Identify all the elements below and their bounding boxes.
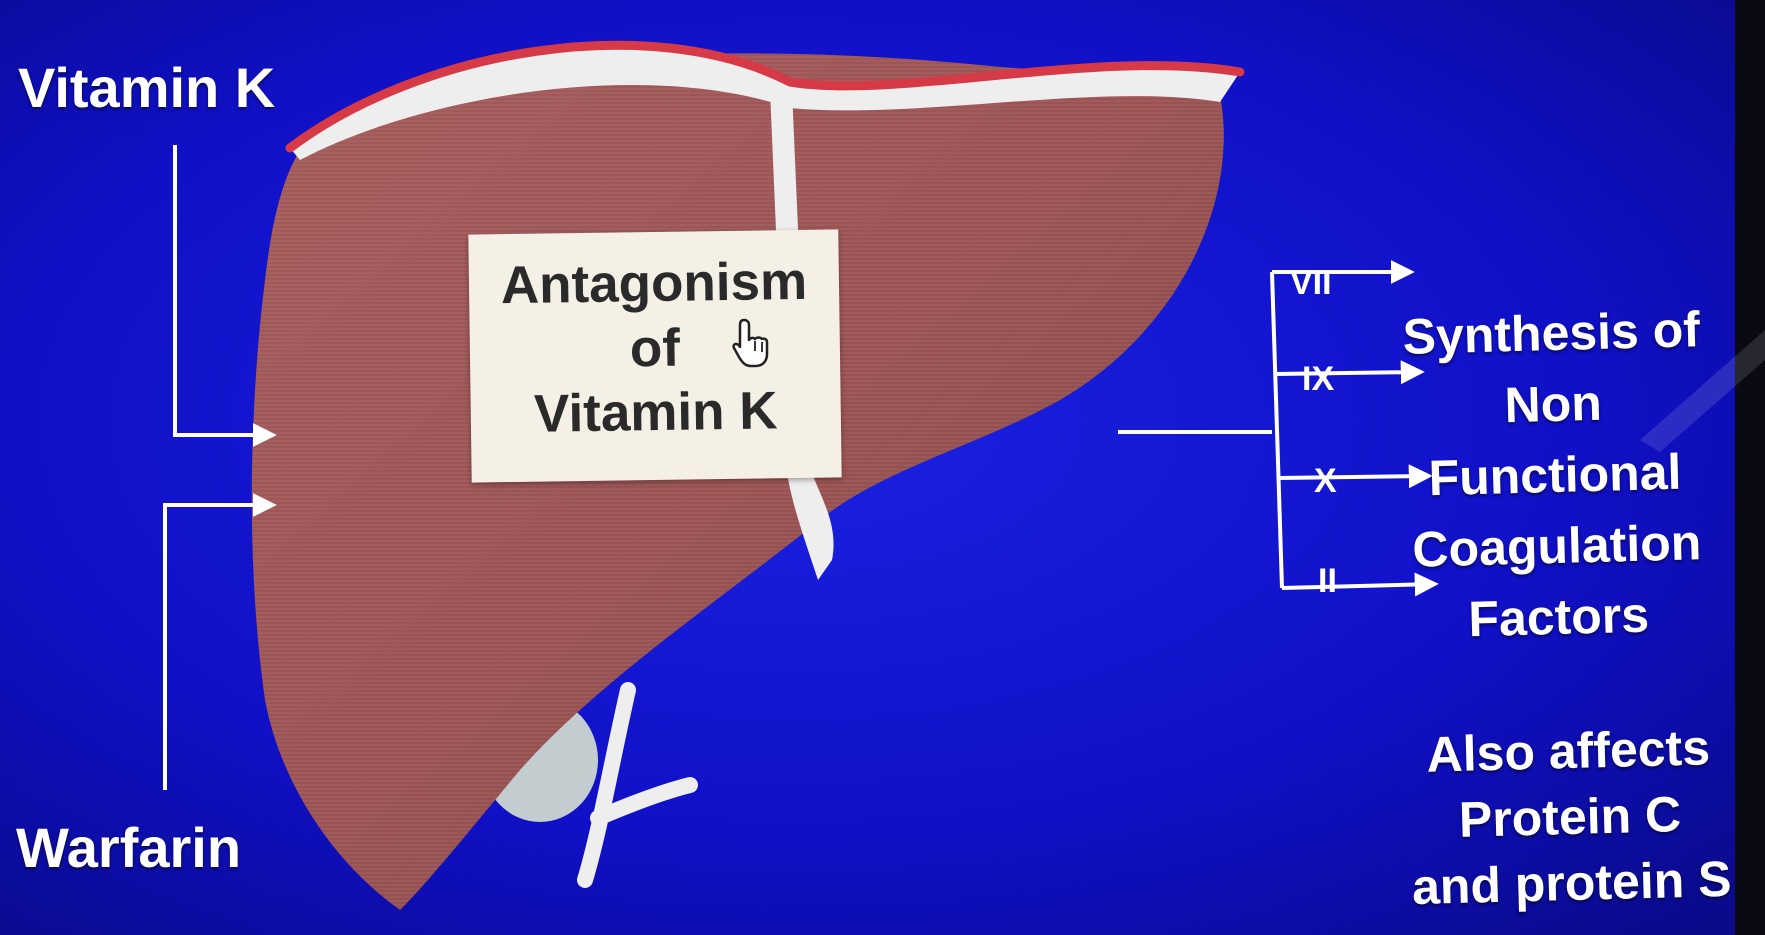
factor-vii: VII (1290, 266, 1332, 300)
also-affects-text: Also affects Protein C and protein S (1407, 714, 1732, 920)
antagonism-line1: Antagonism (469, 249, 840, 319)
synthesis-line: Non (1377, 364, 1729, 444)
also-line: Also affects (1407, 714, 1729, 788)
also-line: Protein C (1409, 780, 1731, 854)
factor-ix: IX (1302, 362, 1334, 396)
warfarin-label: Warfarin (16, 820, 241, 876)
synthesis-line: Factors (1383, 577, 1735, 657)
synthesis-line: Coagulation (1381, 506, 1733, 586)
factor-ii: II (1318, 564, 1337, 598)
antagonism-line2: of (469, 314, 840, 384)
antagonism-box: Antagonism of Vitamin K (468, 229, 841, 482)
synthesis-line: Synthesis of (1375, 293, 1727, 373)
screen-bezel-right (1735, 0, 1765, 935)
antagonism-line3: Vitamin K (470, 379, 841, 449)
vitamin-k-label: Vitamin K (18, 60, 275, 116)
also-line: and protein S (1411, 846, 1733, 920)
synthesis-text: Synthesis of Non Functional Coagulation … (1375, 293, 1734, 657)
synthesis-line: Functional (1379, 435, 1731, 515)
hand-pointer-icon (730, 316, 776, 370)
factor-x: X (1314, 464, 1337, 498)
